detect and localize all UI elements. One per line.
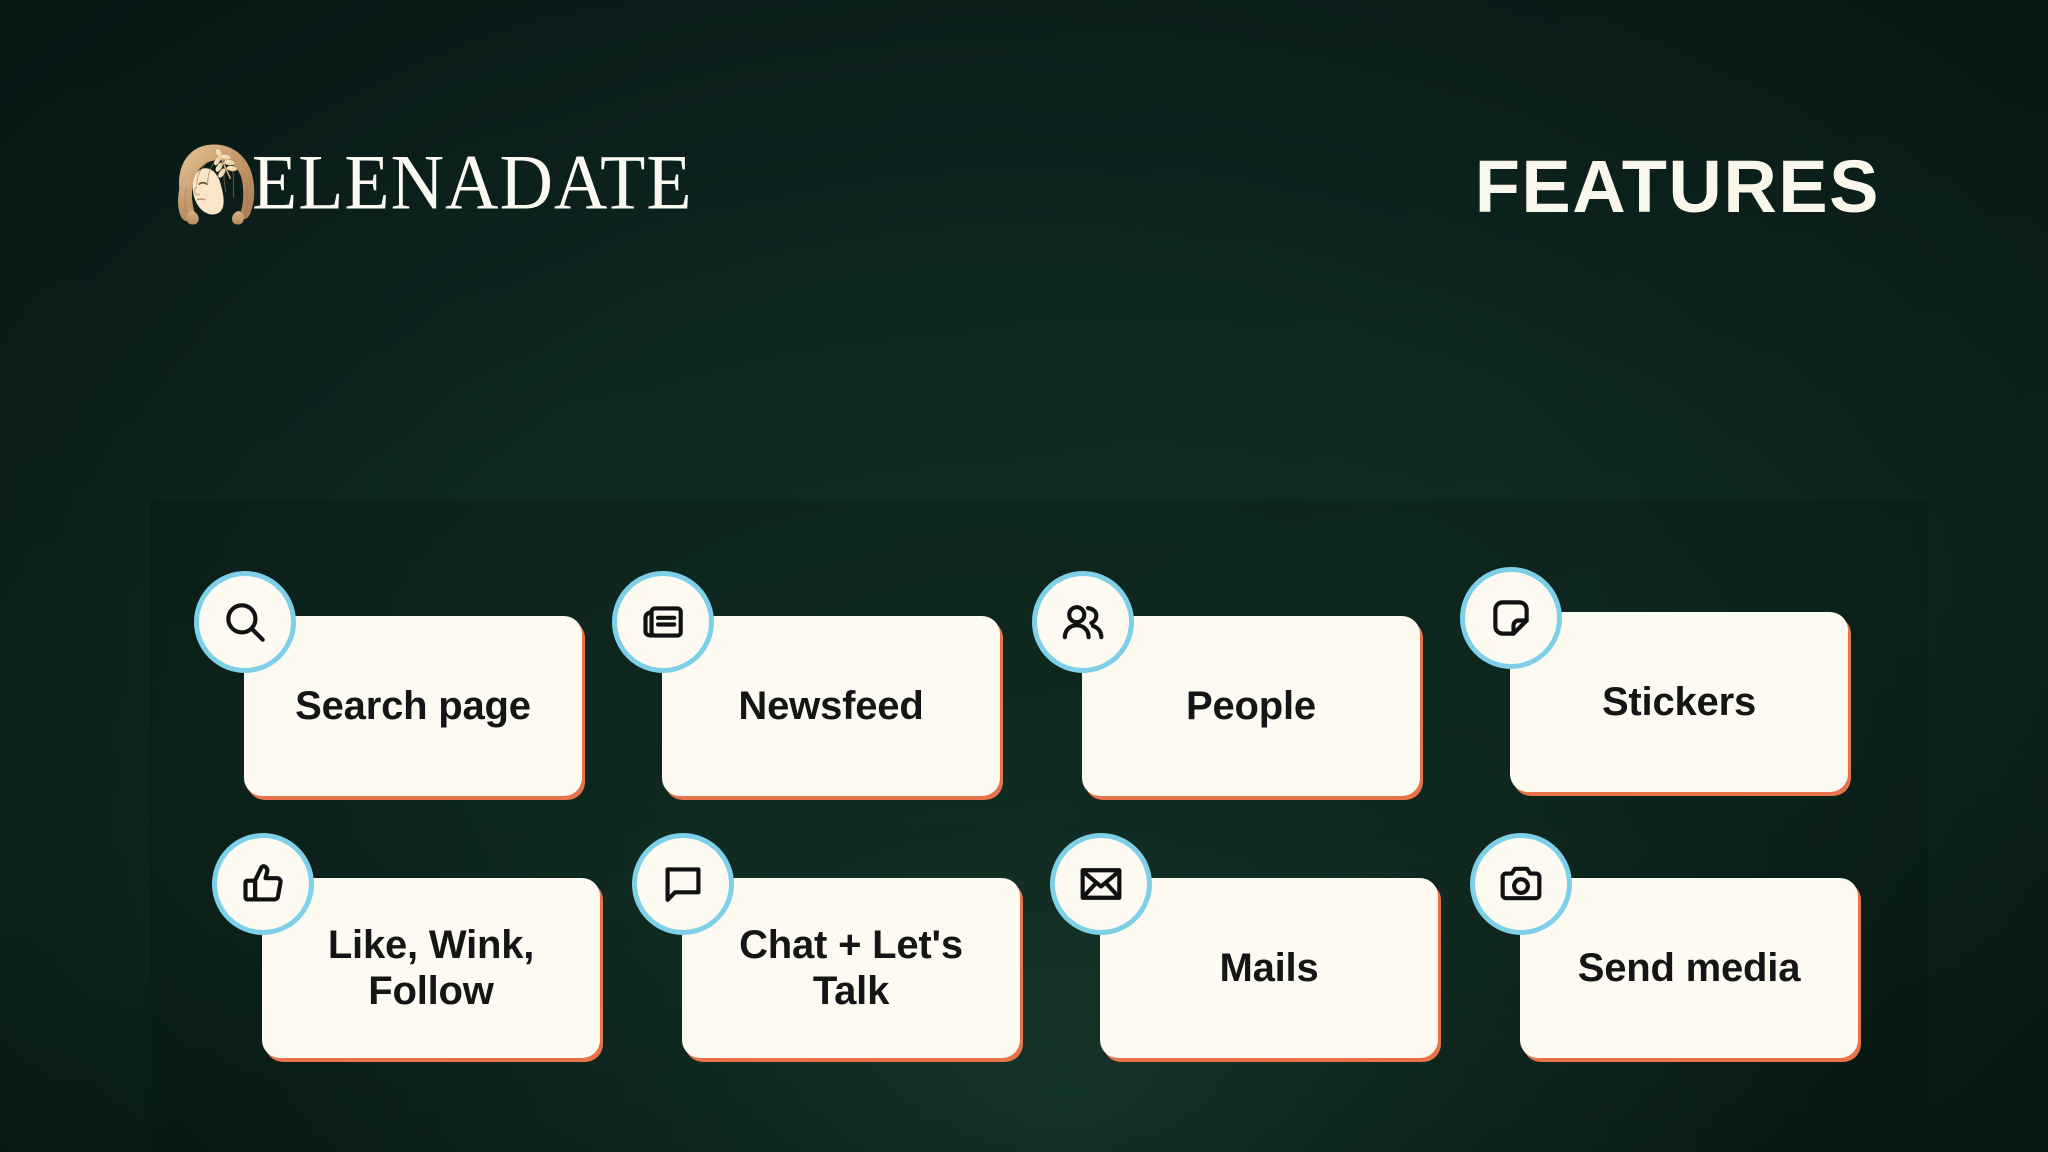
feature-card-newsfeed[interactable]: Newsfeed xyxy=(612,571,1000,796)
card-label: Search page xyxy=(295,683,531,728)
card-body[interactable]: Chat + Let's Talk xyxy=(682,878,1020,1058)
brand-logo[interactable]: ELENADATE xyxy=(168,138,693,228)
page-title: FEATURES xyxy=(1474,145,1880,228)
chat-bubble-icon xyxy=(632,833,734,935)
card-label: Newsfeed xyxy=(738,683,924,728)
camera-icon xyxy=(1470,833,1572,935)
feature-card-send-media[interactable]: Send media xyxy=(1470,833,1858,1058)
card-body[interactable]: Search page xyxy=(244,616,582,796)
card-body[interactable]: Send media xyxy=(1520,878,1858,1058)
card-label: Stickers xyxy=(1601,679,1757,724)
feature-card-search-page[interactable]: Search page xyxy=(194,571,582,796)
people-icon xyxy=(1032,571,1134,673)
feature-card-chat-lets-talk[interactable]: Chat + Let's Talk xyxy=(632,833,1020,1058)
feature-card-people[interactable]: People xyxy=(1032,571,1420,796)
card-body[interactable]: Mails xyxy=(1100,878,1438,1058)
card-label: Chat + Let's Talk xyxy=(739,922,963,1013)
envelope-icon xyxy=(1050,833,1152,935)
feature-card-mails[interactable]: Mails xyxy=(1050,833,1438,1058)
search-icon xyxy=(194,571,296,673)
brand-name: ELENADATE xyxy=(252,139,693,227)
feature-card-stickers[interactable]: Stickers xyxy=(1460,567,1848,792)
card-label: Mails xyxy=(1219,945,1319,990)
card-body[interactable]: People xyxy=(1082,616,1420,796)
card-label: Send media xyxy=(1577,945,1801,990)
sticker-icon xyxy=(1460,567,1562,669)
feature-card-like-wink-follow[interactable]: Like, Wink, Follow xyxy=(212,833,600,1058)
card-body[interactable]: Stickers xyxy=(1510,612,1848,792)
newsfeed-icon xyxy=(612,571,714,673)
woman-profile-laurel-icon xyxy=(168,139,260,231)
card-label: People xyxy=(1186,683,1316,728)
card-body[interactable]: Newsfeed xyxy=(662,616,1000,796)
card-body[interactable]: Like, Wink, Follow xyxy=(262,878,600,1058)
thumbs-up-icon xyxy=(212,833,314,935)
card-label: Like, Wink, Follow xyxy=(327,922,535,1013)
